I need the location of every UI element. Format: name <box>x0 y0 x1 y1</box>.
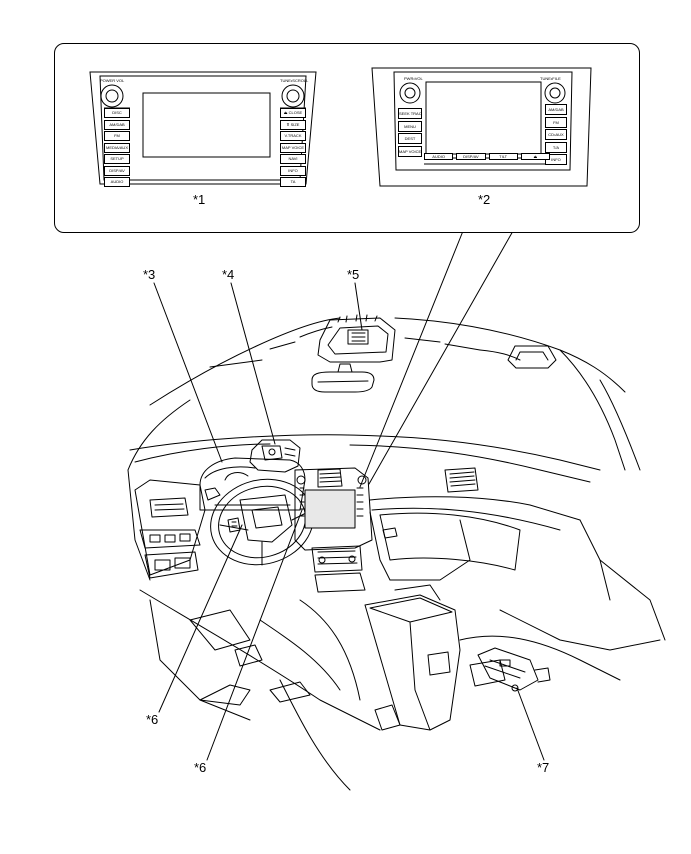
unit-button: AM/DAB <box>545 104 567 115</box>
glove-box <box>379 512 521 571</box>
callout-6a: *6 <box>145 712 160 727</box>
leader-line-3 <box>153 282 223 463</box>
leader-line-inset-left <box>359 230 464 488</box>
callout-1: *1 <box>192 192 207 207</box>
leader-line-6b <box>206 509 303 761</box>
unit2-right-knob-label: TUNE•FILE <box>540 76 561 81</box>
unit-button: ⊼ SIZE <box>280 119 306 130</box>
overhead-console <box>317 314 396 363</box>
unit-button: ⏏ CLOSE <box>280 108 306 118</box>
dashboard <box>127 434 611 601</box>
callout-5: *5 <box>346 267 361 282</box>
leader-line-4 <box>230 282 276 445</box>
passenger-vent <box>444 467 479 493</box>
callout-4: *4 <box>221 267 236 282</box>
unit1-screen <box>142 92 271 158</box>
center-display <box>304 489 356 529</box>
leader-line-5 <box>354 282 363 331</box>
assist-grip <box>507 345 557 369</box>
unit-button: AUDIO <box>424 153 454 160</box>
unit2-left-knob <box>399 82 421 104</box>
callout-2: *2 <box>477 192 492 207</box>
headliner <box>149 317 626 406</box>
unit-button: MENU <box>398 120 422 132</box>
unit-button: T/A <box>545 141 567 153</box>
unit-button: DISP/AV <box>456 153 486 160</box>
a-pillar-right <box>559 349 626 471</box>
unit-button: NAVI <box>280 154 306 164</box>
unit-button: DEST <box>398 133 422 144</box>
unit-button: FM <box>104 131 130 141</box>
unit-button: MEDIA/AUX <box>104 142 130 153</box>
leader-line-inset-right <box>368 230 514 485</box>
rear-view-mirror <box>311 363 375 393</box>
unit-button: AM/DAB <box>104 119 130 130</box>
unit-button: CD•AUX <box>545 129 567 140</box>
unit1-right-knob-label: TUNE•SCROLL <box>280 78 309 83</box>
unit-button: DISC <box>104 108 130 118</box>
unit-button: FM <box>545 116 567 128</box>
center-console <box>364 594 461 731</box>
leader-line-7 <box>516 687 545 761</box>
callout-7: *7 <box>536 760 551 775</box>
unit-button: V.TRACK <box>280 131 306 141</box>
unit-button: SEEK TRACK <box>398 108 422 119</box>
a-pillar-left <box>127 399 191 471</box>
under-seat-module <box>477 647 551 692</box>
unit-button: TA <box>280 177 306 187</box>
callout-6b: *6 <box>193 760 208 775</box>
floor-and-console <box>139 559 666 791</box>
unit-button: TILT <box>488 153 518 160</box>
callout-3: *3 <box>142 267 157 282</box>
dash-module <box>249 439 301 473</box>
center-stack <box>294 467 373 593</box>
unit2-left-knob-label: PWR•VOL <box>404 76 423 81</box>
unit-button: DISP/AV <box>104 165 130 176</box>
unit1-left-knob <box>100 84 124 108</box>
unit-button: SETUP <box>104 154 130 164</box>
unit2-right-knob <box>544 82 566 104</box>
unit-button: MAP VOICE <box>280 142 306 153</box>
unit1-right-knob <box>281 84 305 108</box>
unit-button: AUDIO <box>104 177 130 187</box>
leader-line-6a <box>158 524 243 713</box>
unit-button: INFO <box>280 165 306 176</box>
unit2-screen <box>425 81 542 155</box>
unit-button: MAP VOICE <box>398 145 422 157</box>
unit1-left-knob-label: POWER VOL <box>100 78 125 83</box>
audio-unit-1 <box>89 71 317 185</box>
unit-button: ⏏ <box>520 153 550 160</box>
